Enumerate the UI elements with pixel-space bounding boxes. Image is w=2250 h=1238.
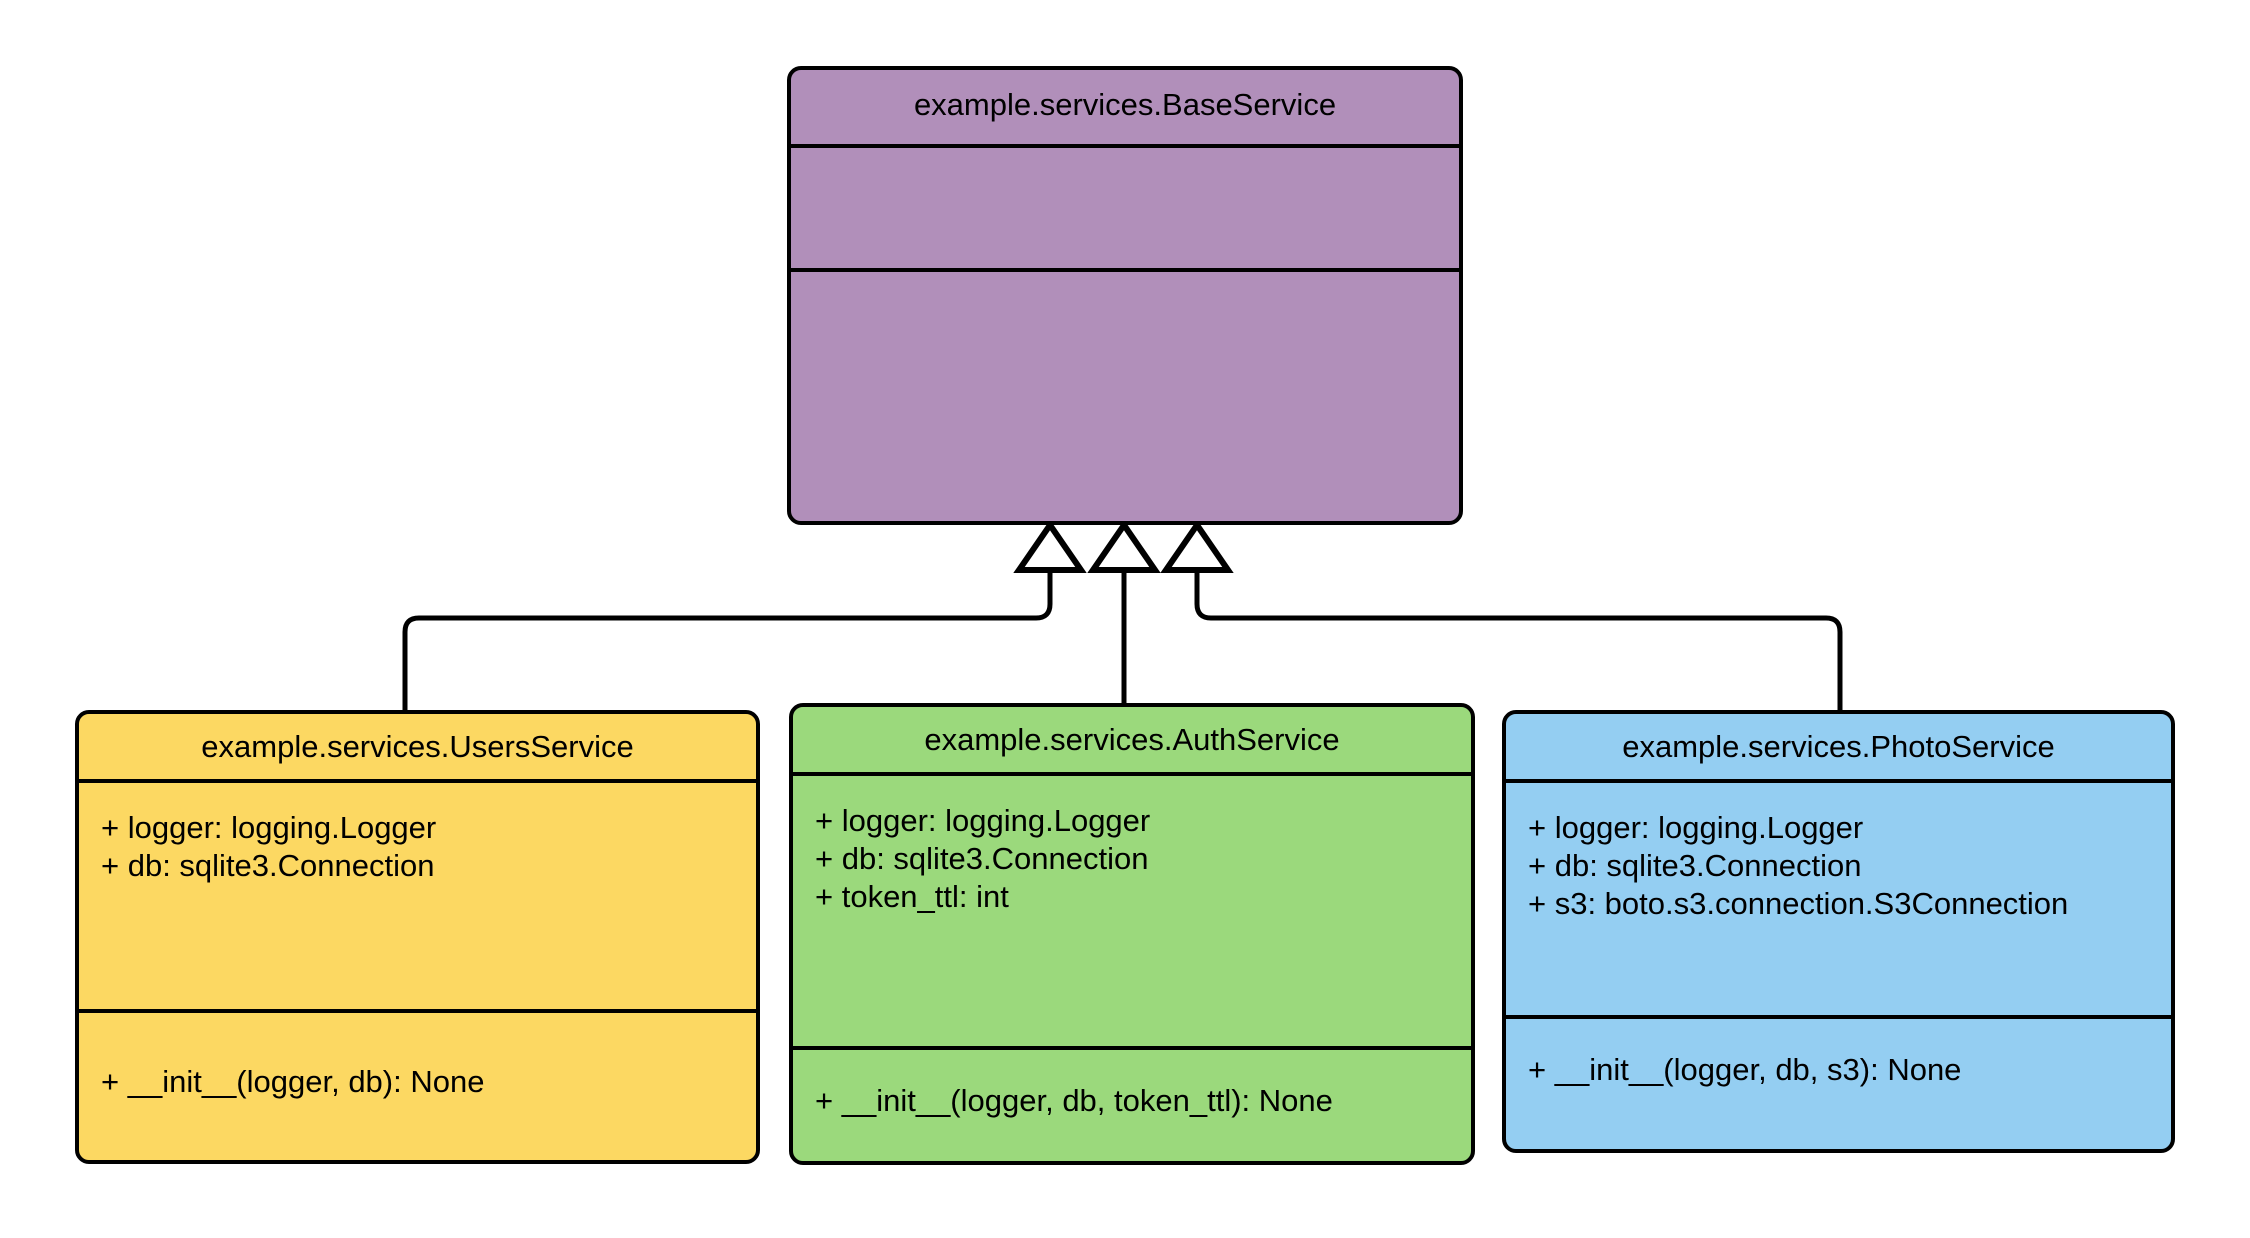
class-title-compartment-auth: example.services.AuthService xyxy=(793,707,1471,772)
edge-users-to-base xyxy=(402,519,1087,710)
class-title-compartment-photo: example.services.PhotoService xyxy=(1506,714,2171,779)
class-title-compartment-base: example.services.BaseService xyxy=(791,70,1459,144)
inheritance-arrow-users xyxy=(1013,519,1087,573)
class-methods-compartment-photo: + __init__(logger, db, s3): None xyxy=(1506,1015,2171,1149)
class-methods-compartment-auth: + __init__(logger, db, token_ttl): None xyxy=(793,1046,1471,1161)
attribute-row: + db: sqlite3.Connection xyxy=(101,848,435,883)
attribute-row: + db: sqlite3.Connection xyxy=(815,841,1149,876)
attribute-row: + db: sqlite3.Connection xyxy=(1528,848,1862,883)
class-box-users-service[interactable]: example.services.UsersService + logger: … xyxy=(75,710,760,1164)
method-list-photo: + __init__(logger, db, s3): None xyxy=(1528,1051,2171,1089)
attribute-row: + logger: logging.Logger xyxy=(1528,810,1864,845)
method-list-users: + __init__(logger, db): None xyxy=(101,1063,756,1101)
class-methods-compartment-users: + __init__(logger, db): None xyxy=(79,1009,756,1160)
method-row: + __init__(logger, db, token_ttl): None xyxy=(815,1083,1333,1118)
class-attributes-compartment-auth: + logger: logging.Logger + db: sqlite3.C… xyxy=(793,772,1471,1046)
class-name-auth-service: example.services.AuthService xyxy=(924,722,1340,757)
class-attributes-compartment-users: + logger: logging.Logger + db: sqlite3.C… xyxy=(79,779,756,1009)
class-box-base-service[interactable]: example.services.BaseService xyxy=(787,66,1463,525)
attribute-list-auth: + logger: logging.Logger + db: sqlite3.C… xyxy=(815,802,1471,916)
class-box-photo-service[interactable]: example.services.PhotoService + logger: … xyxy=(1502,710,2175,1153)
method-row: + __init__(logger, db): None xyxy=(101,1064,485,1099)
attribute-list-users: + logger: logging.Logger + db: sqlite3.C… xyxy=(101,809,756,885)
class-box-auth-service[interactable]: example.services.AuthService + logger: l… xyxy=(789,703,1475,1165)
attribute-row: + logger: logging.Logger xyxy=(815,803,1151,838)
class-name-users-service: example.services.UsersService xyxy=(201,729,634,764)
inheritance-arrow-auth xyxy=(1087,519,1161,573)
inheritance-arrow-photo xyxy=(1160,519,1234,573)
class-title-compartment-users: example.services.UsersService xyxy=(79,714,756,779)
class-name-base-service: example.services.BaseService xyxy=(913,87,1337,122)
attribute-list-photo: + logger: logging.Logger + db: sqlite3.C… xyxy=(1528,809,2171,923)
method-row: + __init__(logger, db, s3): None xyxy=(1528,1052,1962,1087)
class-attributes-compartment-base xyxy=(791,144,1459,268)
class-name-photo-service: example.services.PhotoService xyxy=(1622,729,2055,764)
attribute-row: + logger: logging.Logger xyxy=(101,810,437,845)
attribute-row: + token_ttl: int xyxy=(815,879,1009,914)
edge-photo-to-base xyxy=(1160,519,1843,710)
class-attributes-compartment-photo: + logger: logging.Logger + db: sqlite3.C… xyxy=(1506,779,2171,1015)
edge-auth-to-base xyxy=(1087,519,1161,703)
class-methods-compartment-base xyxy=(791,268,1459,388)
attribute-row: + s3: boto.s3.connection.S3Connection xyxy=(1528,886,2069,921)
method-list-auth: + __init__(logger, db, token_ttl): None xyxy=(815,1082,1471,1120)
